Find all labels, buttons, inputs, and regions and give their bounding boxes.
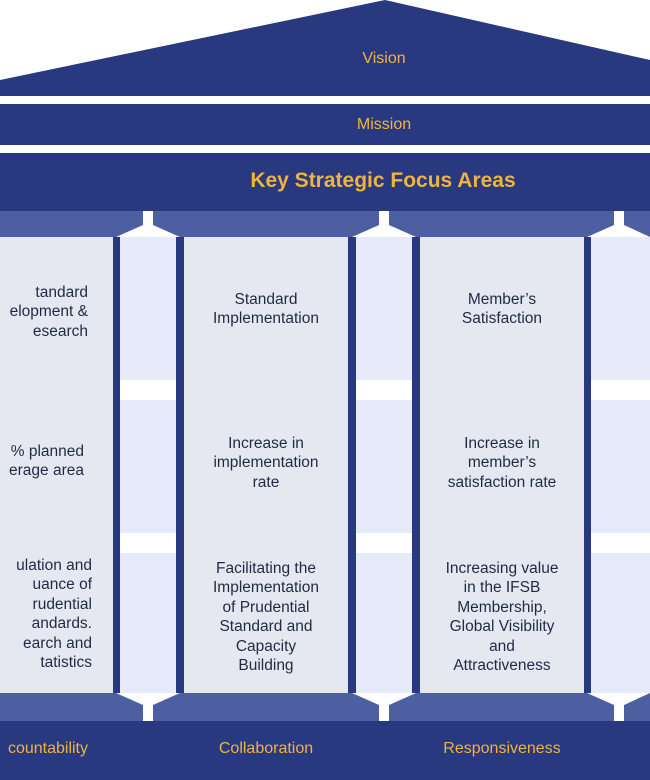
pillar-1-row-2: % planned erage area [9,442,84,480]
pillar-2-row-3: Facilitating the Implementation of Prude… [213,559,319,675]
pillar-3 [420,237,584,693]
pillar-3-row-2: Increase in member’s satisfaction rate [447,434,557,491]
mission-band [0,104,650,145]
base-2 [352,693,416,721]
top-stripe [0,211,650,237]
pillar-2-row-2: Increase in implementation rate [213,434,319,491]
value-collaboration: Collaboration [218,740,314,757]
pillar-2 [184,237,348,693]
focus-band [0,153,650,211]
base-1 [116,693,180,721]
gap-column-3 [591,237,650,693]
pillar-1 [0,237,113,693]
pillar-1-row-1: tandard elopment & esearch [9,283,88,340]
gap-sep-3a [591,380,650,400]
roof-vision [0,0,650,96]
gap-column-2 [356,237,412,693]
pillar-3-row-3: Increasing value in the IFSB Membership,… [445,559,559,675]
bottom-stripe [0,693,650,721]
capital-2 [352,211,416,237]
pillar-2-row-1: Standard Implementation [213,290,319,328]
mission-label: Mission [356,116,412,133]
pillar-3-row-1: Member’s Satisfaction [461,290,543,328]
value-responsiveness: Responsiveness [443,740,561,757]
gap-sep-1a [120,380,176,400]
focus-areas-heading: Key Strategic Focus Areas [250,169,516,192]
capital-1 [116,211,180,237]
gap-sep-2b [356,533,412,553]
vision-label: Vision [362,50,406,67]
pillar-1-row-3: ulation and uance of rudential andards. … [16,556,92,672]
capital-3 [587,211,650,237]
gap-sep-3b [591,533,650,553]
gap-sep-1b [120,533,176,553]
value-accountability: countability [7,740,88,757]
gap-column-1 [120,237,176,693]
base-band [0,721,650,780]
gap-sep-2a [356,380,412,400]
base-3 [587,693,650,721]
